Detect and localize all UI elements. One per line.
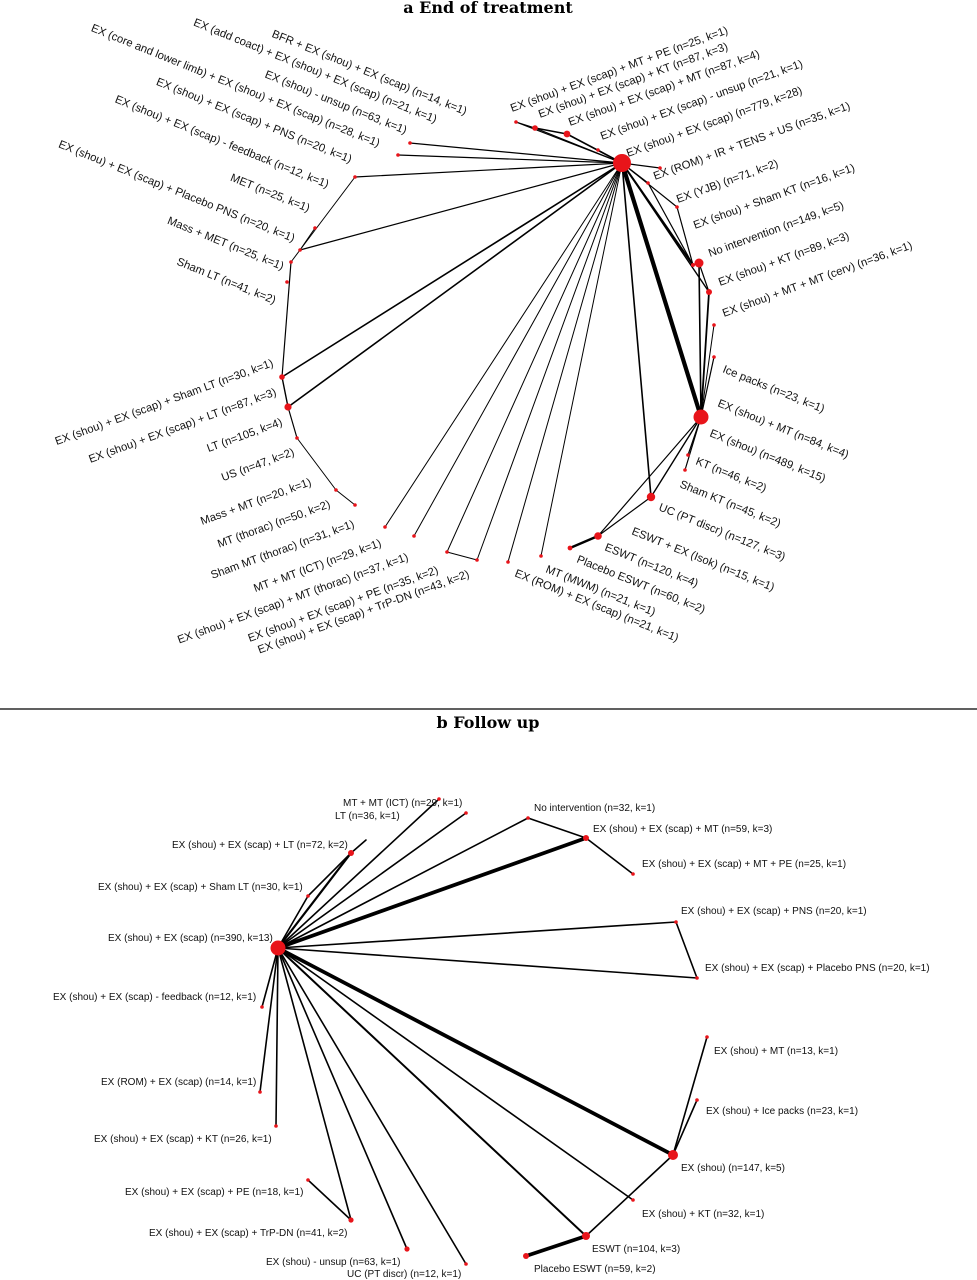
panel-b-edges <box>259 798 708 1265</box>
node-label: ESWT (n=104, k=3) <box>592 1244 680 1255</box>
node-b-small <box>695 976 699 980</box>
node-label: UC (PT discr) (n=12, k=1) <box>347 1269 461 1280</box>
node-label: EX (shou) + EX (scap) + MT (n=59, k=3) <box>593 824 772 835</box>
node-a-small <box>353 175 357 179</box>
node-label: EX (shou) (n=147, k=5) <box>681 1163 785 1174</box>
node-a-small <box>353 503 357 507</box>
node-label: EX (shou) - unsup (n=63, k=1) <box>266 1257 401 1268</box>
node-placebo-eswt <box>523 1253 529 1259</box>
node-a-small <box>539 554 543 558</box>
node-a-small <box>295 436 299 440</box>
node-label: EX (shou) + EX (scap) + Placebo PNS (n=2… <box>705 963 930 974</box>
node-label: EX (shou) + EX (scap) + LT (n=72, k=2) <box>172 840 348 851</box>
node-label: EX (shou) + EX (scap) (n=390, k=13) <box>108 933 273 944</box>
node-a-small <box>686 453 690 457</box>
node-b-small <box>437 797 441 801</box>
node-a-small <box>506 560 510 564</box>
node-b-small <box>674 920 678 924</box>
node-label: EX (shou) + Sham KT (n=16, k=1) <box>692 162 857 232</box>
node-b-small <box>705 1035 709 1039</box>
node-ex-shou-ex-scap-kt <box>532 125 538 131</box>
node-label: No intervention (n=32, k=1) <box>534 803 655 814</box>
node-label: EX (shou) + MT (n=13, k=1) <box>714 1046 838 1057</box>
node-label: MT + MT (ICT) (n=29, k=1) <box>343 798 462 809</box>
node-b-small <box>695 1098 699 1102</box>
node-label: EX (shou) + EX (scap) + Sham LT (n=30, k… <box>98 882 303 893</box>
node-a-small <box>383 525 387 529</box>
node-ex-shou-kt <box>706 289 712 295</box>
node-label: US (n=47, k=2) <box>220 446 296 484</box>
node-ex-shou-ex-scap-mt <box>583 835 589 841</box>
node-ex-shou-ex-scap-sham-lt <box>279 374 285 380</box>
node-ex-shou-ex-scap-trp-dn <box>348 1217 354 1223</box>
panel-a-edges <box>281 121 715 563</box>
node-ex-shou-ex-scap <box>613 154 631 172</box>
panel-b-nodes <box>258 797 709 1266</box>
node-b-small <box>526 816 530 820</box>
node-b-small <box>464 1262 468 1266</box>
node-a-small <box>313 226 317 230</box>
node-label: EX (shou) + EX (scap) + KT (n=26, k=1) <box>94 1134 272 1145</box>
node-b-small <box>464 811 468 815</box>
panel-a-end-of-treatment: a End of treatment <box>54 0 915 656</box>
node-label: EX (shou) + EX (scap) - feedback (n=12, … <box>53 992 256 1003</box>
panel-a-labels: BFR + EX (shou) + EX (scap) (n=14, k=1) … <box>54 17 915 657</box>
node-label: LT (n=105, k=4) <box>205 416 284 454</box>
node-label: EX (shou) + EX (scap) + TrP-DN (n=41, k=… <box>149 1228 347 1239</box>
node-uc-pt-discr <box>646 492 656 502</box>
node-a-small <box>683 468 687 472</box>
node-b-small <box>274 1124 278 1128</box>
panel-a-title: a End of treatment <box>403 0 573 17</box>
node-b-small <box>631 872 635 876</box>
node-a-small <box>475 558 479 562</box>
node-a-small <box>658 166 662 170</box>
node-ex-shou <box>693 409 709 425</box>
node-a-small <box>567 545 573 551</box>
node-label: EX (shou) + KT (n=32, k=1) <box>642 1209 764 1220</box>
node-ex-shou-ex-scap-lt <box>348 850 354 856</box>
node-no-intervention <box>694 258 704 268</box>
node-ex-shou-mt <box>691 263 695 267</box>
node-ex-shou-unsup <box>404 1246 410 1252</box>
node-label: EX (shou) + EX (scap) + MT + PE (n=25, k… <box>642 859 846 870</box>
node-ex-shou <box>668 1150 678 1160</box>
node-eswt <box>582 1232 590 1240</box>
node-label: EX (shou) + EX (scap) + PNS (n=20, k=1) <box>681 906 867 917</box>
node-label: EX (shou) + Ice packs (n=23, k=1) <box>706 1106 858 1117</box>
node-a-small <box>298 248 302 252</box>
node-a-small <box>675 205 679 209</box>
node-label: LT (n=36, k=1) <box>335 811 400 822</box>
node-eswt <box>594 532 602 540</box>
node-b-small <box>258 1090 262 1094</box>
node-ex-shou-ex-scap-lt <box>284 403 292 411</box>
node-label: Placebo ESWT (n=59, k=2) <box>534 1264 656 1275</box>
panel-b-labels: MT + MT (ICT) (n=29, k=1) LT (n=36, k=1)… <box>53 798 930 1280</box>
node-label: EX (shou) + MT (n=84, k=4) <box>716 398 851 462</box>
node-a-small <box>712 323 716 327</box>
node-b-small <box>260 1005 264 1009</box>
node-label: BFR + EX (shou) + EX (scap) (n=14, k=1) <box>270 28 469 118</box>
node-label: EX (ROM) + EX (scap) (n=14, k=1) <box>101 1077 256 1088</box>
node-label: EX (shou) + EX (scap) + PE (n=18, k=1) <box>125 1187 303 1198</box>
node-a-small <box>285 280 289 284</box>
node-a-small <box>445 550 449 554</box>
node-a-small <box>412 534 416 538</box>
node-a-small <box>514 120 518 124</box>
node-a-small <box>596 148 600 152</box>
node-b-small <box>306 894 310 898</box>
panel-b-title: b Follow up <box>437 713 540 732</box>
node-ex-shou-ex-scap <box>270 940 286 956</box>
node-a-small <box>396 153 400 157</box>
node-a-small <box>646 181 650 185</box>
node-a-small <box>712 355 716 359</box>
node-a-small <box>289 260 293 264</box>
node-b-small <box>306 1178 310 1182</box>
panel-b-follow-up: b Follow up <box>53 713 930 1280</box>
node-b-small <box>631 1198 635 1202</box>
panel-a-nodes <box>279 120 716 564</box>
node-a-small <box>334 488 338 492</box>
node-a-small <box>408 141 412 145</box>
node-ex-shou-ex-scap-mt <box>563 130 571 138</box>
